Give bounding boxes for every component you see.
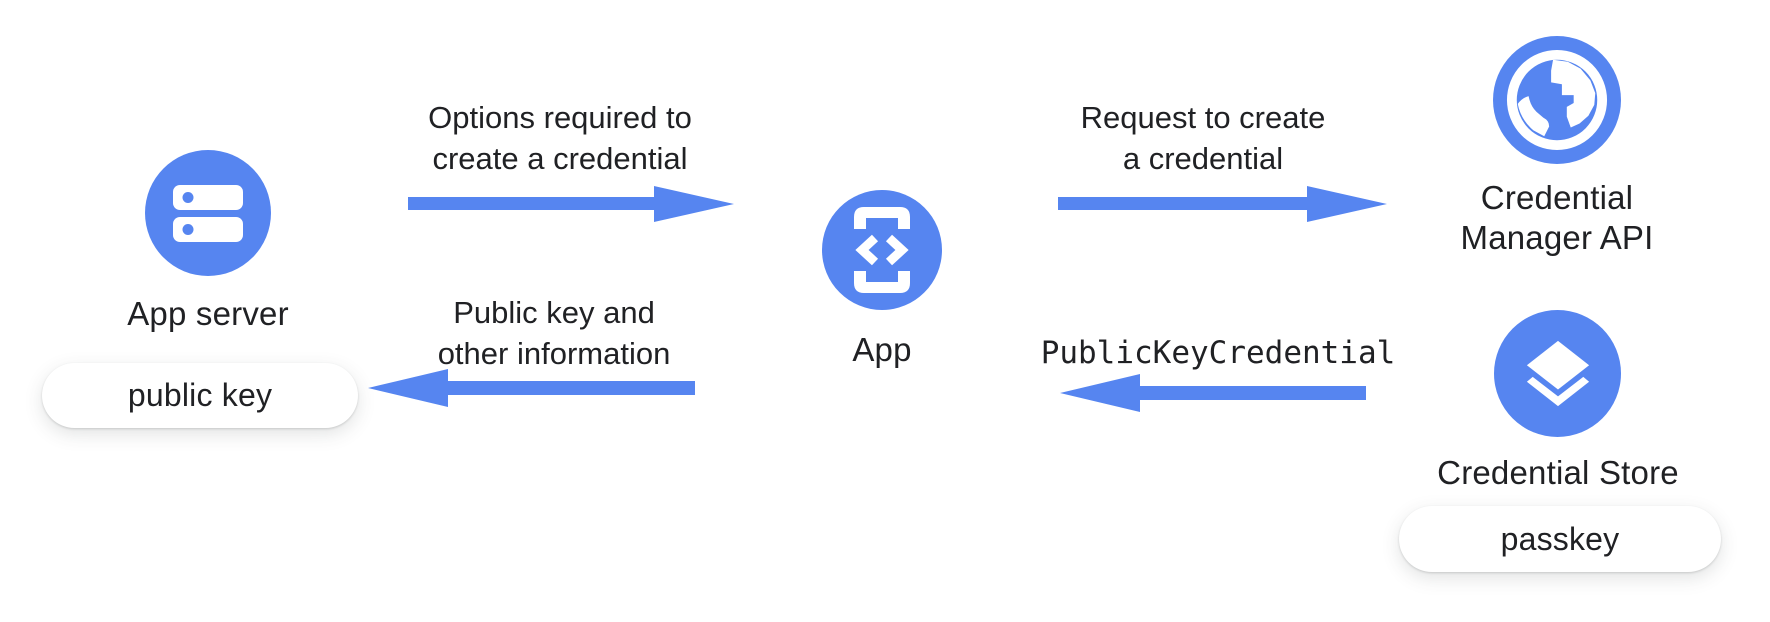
arrowhead-right: [1307, 185, 1387, 222]
public-key-badge: public key: [42, 363, 358, 428]
passkey-badge: passkey: [1399, 506, 1721, 572]
arrow-shaft: [1136, 386, 1366, 400]
phone-code-icon: [854, 207, 910, 293]
request-arrow-label: Request to create a credential: [1080, 100, 1326, 176]
arrowhead-right: [654, 185, 734, 222]
passkey-badge-label: passkey: [1500, 520, 1620, 557]
node-app-server: [145, 150, 271, 276]
server-icon: [173, 184, 243, 242]
arrowhead-left: [368, 369, 448, 407]
options-arrow-label: Options required to create a credential: [428, 100, 692, 176]
arrowhead-left: [1060, 374, 1140, 412]
arrow-request-right: [1058, 185, 1387, 222]
node-credential-store: [1494, 310, 1621, 437]
app-label: App: [852, 331, 912, 368]
arrow-publickey-info-left: [368, 369, 695, 407]
public-key-credential-label: PublicKeyCredential: [1040, 335, 1396, 371]
public-key-info-label: Public key and other information: [437, 295, 671, 371]
arrow-publickeycredential-left: [1060, 374, 1366, 412]
credential-manager-api-label: Credential Manager API: [1460, 179, 1654, 256]
globe-icon: [1506, 49, 1608, 151]
node-app: [822, 190, 942, 310]
arrow-shaft: [444, 381, 695, 395]
arrow-shaft: [1058, 197, 1311, 210]
app-server-label: App server: [127, 295, 289, 332]
arrow-shaft: [408, 197, 658, 210]
public-key-badge-label: public key: [127, 377, 273, 413]
layers-icon: [1526, 340, 1589, 407]
credential-store-label: Credential Store: [1437, 454, 1679, 491]
node-credential-manager-api: [1493, 36, 1621, 164]
arrow-options-right: [408, 185, 734, 222]
